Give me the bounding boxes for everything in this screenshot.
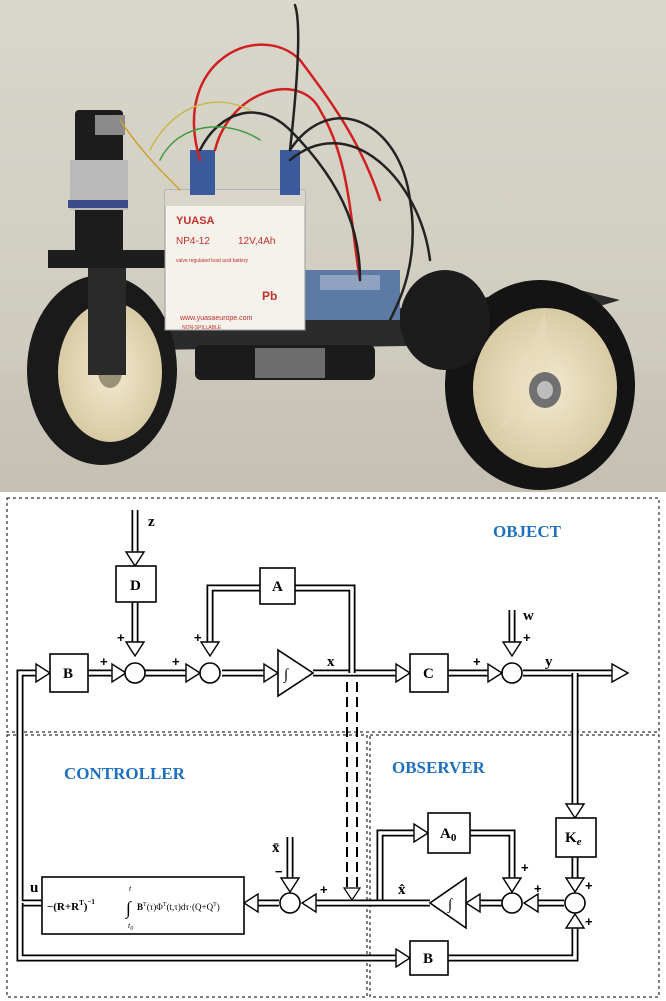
svg-text:+: + xyxy=(194,630,202,645)
integrator: ∫ xyxy=(277,648,315,698)
svg-text:+: + xyxy=(172,654,180,669)
svg-text:+: + xyxy=(473,654,481,669)
svg-text:∫: ∫ xyxy=(447,897,454,913)
sign-markers: + + + + + + + + + + + − xyxy=(100,630,593,929)
svg-text:Ke: Ke xyxy=(565,830,582,848)
svg-text:+: + xyxy=(534,881,542,896)
robot-photo: YUASA NP4-12 12V,4Ah valve regulated lea… xyxy=(0,0,666,492)
svg-text:+: + xyxy=(585,878,593,893)
svg-text:B: B xyxy=(63,666,73,682)
battery-note: NON-SPILLABLE xyxy=(182,325,222,331)
block-C: C xyxy=(409,653,449,693)
object-region xyxy=(6,497,660,733)
signal-x: x xyxy=(327,654,335,670)
battery-rating: 12V,4Ah xyxy=(238,236,275,247)
controller-region xyxy=(6,734,368,998)
svg-text:−(R+RT)−1: −(R+RT)−1 xyxy=(47,898,95,913)
control-block-diagram: OBJECT CONTROLLER OBSERVER xyxy=(6,497,660,998)
svg-text:+: + xyxy=(100,654,108,669)
block-A: A xyxy=(259,567,296,605)
right-wheel xyxy=(445,280,635,490)
controller-gain-block: −(R+RT)−1 ∫ t t0 BT(τ)ΦT(t,τ)dτ·(Q+QT) xyxy=(41,876,245,935)
signal-xbar: x̄ xyxy=(272,840,280,856)
summing-junctions xyxy=(124,662,586,914)
caster-motor xyxy=(68,110,128,255)
battery-url: www.yuasaeurope.com xyxy=(179,315,253,322)
svg-text:−: − xyxy=(275,864,283,879)
block-B-input: B xyxy=(49,653,89,693)
block-B-observer: B xyxy=(409,940,449,976)
svg-text:+: + xyxy=(521,860,529,875)
block-Ke: Ke xyxy=(555,817,597,858)
signal-u: u xyxy=(30,880,38,896)
svg-text:t0: t0 xyxy=(128,921,133,932)
integrator-observer: ∫ xyxy=(428,876,467,930)
signal-w: w xyxy=(523,608,534,624)
signal-z: z xyxy=(148,514,155,530)
svg-text:+: + xyxy=(117,630,125,645)
battery-model: NP4-12 xyxy=(176,236,210,247)
battery-chem: Pb xyxy=(262,289,277,303)
svg-text:A: A xyxy=(272,579,283,595)
svg-text:B: B xyxy=(423,951,433,967)
block-D: D xyxy=(115,565,157,603)
object-label: OBJECT xyxy=(493,522,562,541)
signal-arrows xyxy=(16,510,630,969)
svg-text:D: D xyxy=(130,578,141,594)
wires xyxy=(119,3,432,322)
svg-text:∫: ∫ xyxy=(125,898,132,919)
block-A0: A0 xyxy=(427,812,471,854)
svg-text:BT(τ)ΦT(t,τ)dτ·(Q+QT): BT(τ)ΦT(t,τ)dτ·(Q+QT) xyxy=(137,902,220,912)
svg-text:+: + xyxy=(585,914,593,929)
svg-text:C: C xyxy=(423,666,434,682)
signal-xhat: x̂ xyxy=(398,882,406,898)
state-branch-dashed xyxy=(342,682,362,902)
signal-y: y xyxy=(545,654,553,670)
battery: YUASA NP4-12 12V,4Ah valve regulated lea… xyxy=(164,189,306,331)
battery-brand: YUASA xyxy=(176,215,215,227)
svg-text:t: t xyxy=(129,884,132,893)
controller-label: CONTROLLER xyxy=(64,764,186,783)
svg-text:+: + xyxy=(320,882,328,897)
svg-text:∫: ∫ xyxy=(283,667,290,683)
observer-region xyxy=(369,734,660,998)
battery-desc: valve regulated lead acid battery xyxy=(176,258,248,264)
svg-text:A0: A0 xyxy=(440,826,457,844)
svg-text:+: + xyxy=(523,630,531,645)
observer-label: OBSERVER xyxy=(392,758,486,777)
